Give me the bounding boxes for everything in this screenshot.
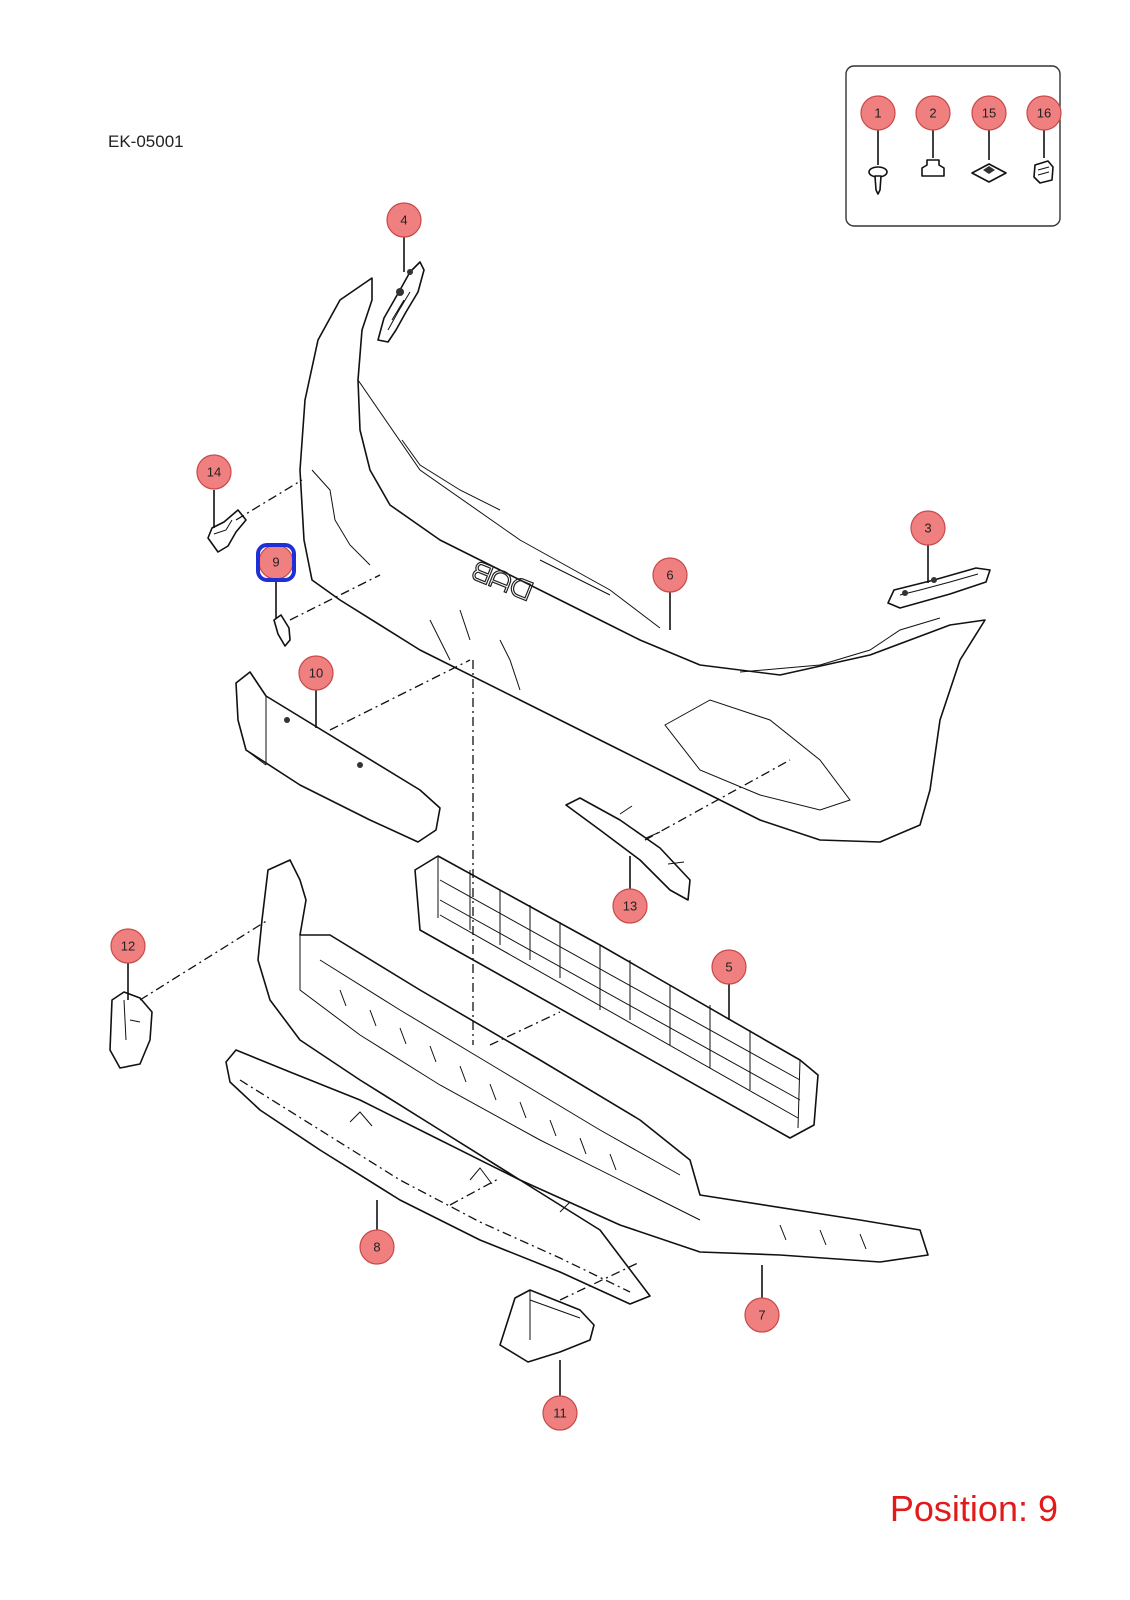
callout-5[interactable]: 5 — [711, 949, 747, 985]
callout-10[interactable]: 10 — [298, 655, 334, 691]
small-cover-plug — [273, 614, 291, 647]
legend-callout-2[interactable]: 2 — [915, 95, 951, 131]
svg-text:12: 12 — [121, 939, 135, 954]
svg-text:4: 4 — [400, 213, 407, 228]
position-indicator: Position: 9 — [889, 1488, 1058, 1529]
svg-text:3: 3 — [924, 521, 931, 536]
svg-text:13: 13 — [623, 899, 637, 914]
legend-callout-15[interactable]: 15 — [971, 95, 1007, 131]
svg-text:2: 2 — [929, 106, 936, 121]
callout-9[interactable]: 9 — [256, 543, 296, 582]
left-mount-clip — [207, 509, 247, 553]
svg-text:15: 15 — [982, 106, 996, 121]
svg-text:6: 6 — [666, 568, 673, 583]
screw-part — [868, 128, 888, 195]
legend-callout-1[interactable]: 1 — [860, 95, 896, 131]
callout-4[interactable]: 4 — [386, 202, 422, 238]
license-plate-panel — [235, 671, 441, 843]
diagram-code: EK-05001 — [108, 132, 184, 151]
svg-text:11: 11 — [553, 1406, 567, 1421]
lower-bumper-spoiler — [257, 859, 929, 1263]
callout-7[interactable]: 7 — [744, 1297, 780, 1333]
right-side-bracket — [887, 567, 991, 609]
retainer-clip-part — [1033, 128, 1054, 184]
front-bumper-cover: ᗺᗩᗡ — [299, 277, 986, 843]
svg-text:9: 9 — [272, 555, 279, 570]
callout-8[interactable]: 8 — [359, 1229, 395, 1265]
callout-11[interactable]: 11 — [542, 1395, 578, 1431]
selected-position-highlight — [256, 543, 296, 582]
clip-nut-part — [921, 128, 945, 177]
lower-grille-trim — [565, 797, 691, 901]
svg-text:7: 7 — [758, 1308, 765, 1323]
front-lower-diffuser — [225, 1049, 651, 1305]
bumper-reinforcement-beam — [414, 855, 819, 1139]
square-clip-part — [971, 128, 1007, 183]
svg-text:14: 14 — [207, 465, 221, 480]
svg-text:1: 1 — [874, 106, 881, 121]
svg-text:10: 10 — [309, 666, 323, 681]
callout-14[interactable]: 14 — [196, 454, 232, 490]
upper-side-bracket — [377, 261, 425, 343]
lower-air-deflector — [499, 1289, 595, 1363]
callout-13[interactable]: 13 — [612, 888, 648, 924]
svg-text:8: 8 — [373, 1240, 380, 1255]
svg-text:16: 16 — [1037, 106, 1051, 121]
fastener-legend — [845, 65, 1061, 227]
svg-text:5: 5 — [725, 960, 732, 975]
callout-6[interactable]: 6 — [652, 557, 688, 593]
legend-callout-16[interactable]: 16 — [1026, 95, 1062, 131]
left-lower-bracket — [109, 991, 153, 1069]
callout-12[interactable]: 12 — [110, 928, 146, 964]
callout-3[interactable]: 3 — [910, 510, 946, 546]
assembly-guide-lines — [139, 479, 791, 1301]
callout-leaders — [127, 236, 929, 1398]
